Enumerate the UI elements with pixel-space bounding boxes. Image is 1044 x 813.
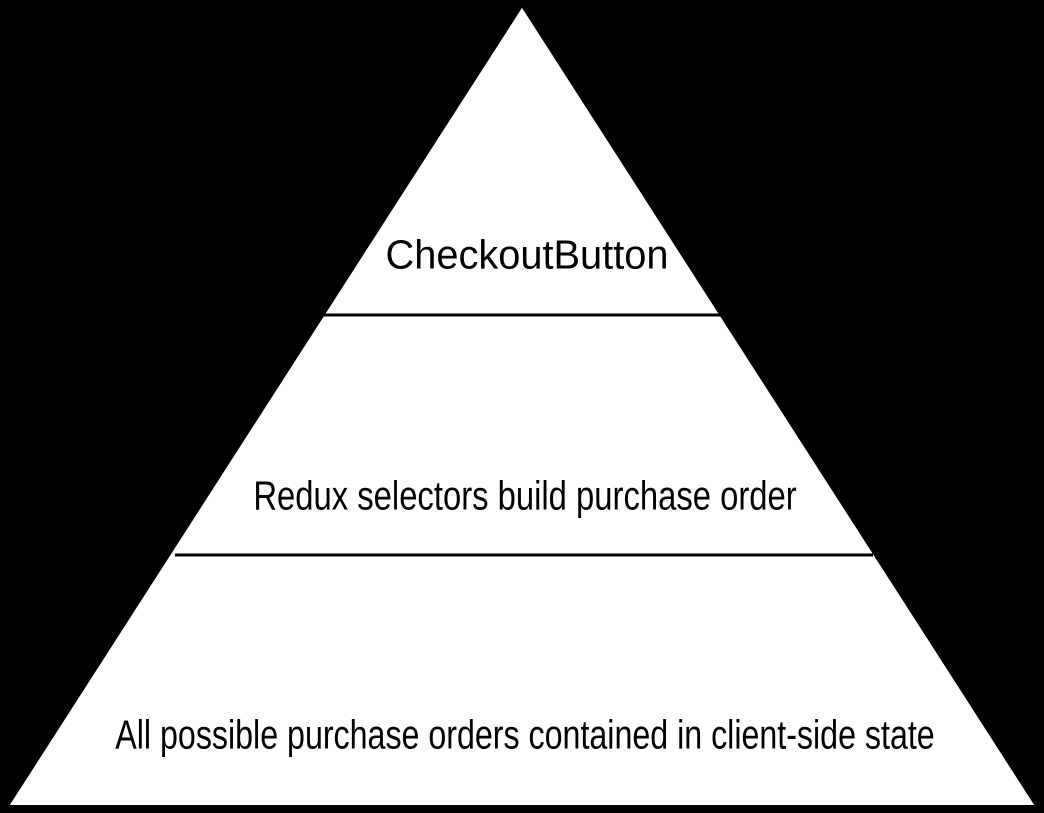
pyramid-tier-3-label: All possible purchase orders contained i… <box>115 711 935 758</box>
pyramid-body <box>6 4 1038 807</box>
pyramid-tier-1-label: CheckoutButton <box>385 231 669 278</box>
pyramid-tier-2-label: Redux selectors build purchase order <box>253 472 797 519</box>
